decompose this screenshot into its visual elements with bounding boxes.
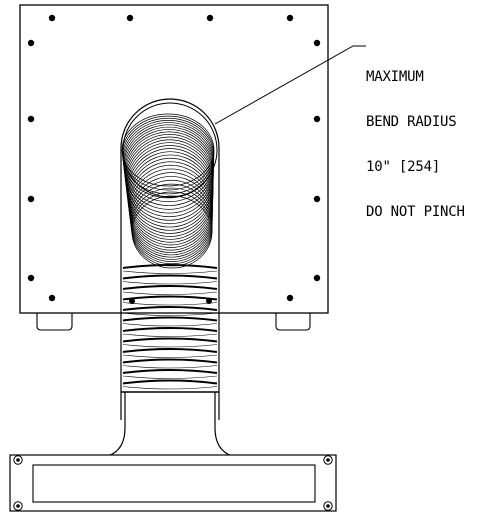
flexible-duct: [107, 98, 233, 457]
bolt: [286, 14, 294, 22]
wire-dot: [129, 298, 135, 304]
hose-flare: [107, 392, 233, 457]
bolt: [286, 294, 294, 302]
bolt: [313, 274, 321, 282]
spiral-wire: [122, 337, 218, 343]
base-hole-center: [16, 504, 20, 508]
spiral-wire-back: [122, 312, 218, 316]
leader-line: [214, 45, 366, 125]
bend-radius-note: MAXIMUM BEND RADIUS 10" [254] DO NOT PIN…: [366, 40, 465, 235]
spiral-wire-back: [122, 354, 218, 358]
bolt: [206, 14, 214, 22]
spiral-wire: [122, 285, 218, 290]
spiral-wire: [122, 358, 218, 364]
bolt: [126, 14, 134, 22]
base-plate: [9, 454, 337, 512]
bolt: [27, 115, 35, 123]
bolt: [313, 115, 321, 123]
coil-ring: [131, 195, 213, 269]
spiral-wire-back: [122, 270, 218, 274]
spiral-wire-back: [122, 375, 218, 379]
spiral-wire-back: [122, 323, 218, 327]
base-hole-center: [326, 458, 330, 462]
spiral-wire-back: [122, 386, 218, 390]
spiral-wire-back: [122, 281, 218, 285]
spiral-wire-back: [122, 302, 218, 306]
base-hole: [323, 455, 333, 465]
spiral-wire: [122, 327, 218, 332]
spiral-wire: [122, 348, 218, 353]
base-hole: [13, 501, 23, 511]
spiral-wire: [122, 264, 218, 269]
base-slot: [32, 464, 316, 503]
base-hole-center: [326, 504, 330, 508]
note-line-3: 10" [254]: [366, 159, 441, 175]
foot-right: [275, 313, 311, 331]
foot-left: [36, 313, 73, 331]
note-line-1: MAXIMUM: [366, 69, 424, 85]
spiral-wire: [122, 306, 218, 311]
spiral-wire: [122, 379, 218, 385]
bolt: [48, 14, 56, 22]
bolt: [27, 39, 35, 47]
bolt: [313, 39, 321, 47]
spiral-wire-back: [122, 291, 218, 295]
spiral-wire-back: [122, 344, 218, 348]
note-line-2: BEND RADIUS: [366, 114, 457, 130]
note-line-4: DO NOT PINCH: [366, 204, 465, 220]
bolt: [27, 195, 35, 203]
housing-panel: [19, 4, 329, 314]
base-hole: [13, 455, 23, 465]
wire-dot: [206, 298, 212, 304]
spiral-wire: [122, 295, 218, 301]
bend-opening: [122, 102, 218, 198]
bolt: [313, 195, 321, 203]
spiral-wire: [122, 369, 218, 374]
housing-bolts: [27, 14, 321, 302]
bolt: [27, 274, 35, 282]
hose-outline: [120, 98, 220, 420]
base-hole-center: [16, 458, 20, 462]
spiral-wire: [122, 316, 218, 322]
spiral-wire: [122, 274, 218, 280]
spiral-wire-back: [122, 333, 218, 337]
bolt: [48, 294, 56, 302]
base-bolts: [13, 455, 333, 511]
spiral-wire-back: [122, 365, 218, 369]
base-hole: [323, 501, 333, 511]
